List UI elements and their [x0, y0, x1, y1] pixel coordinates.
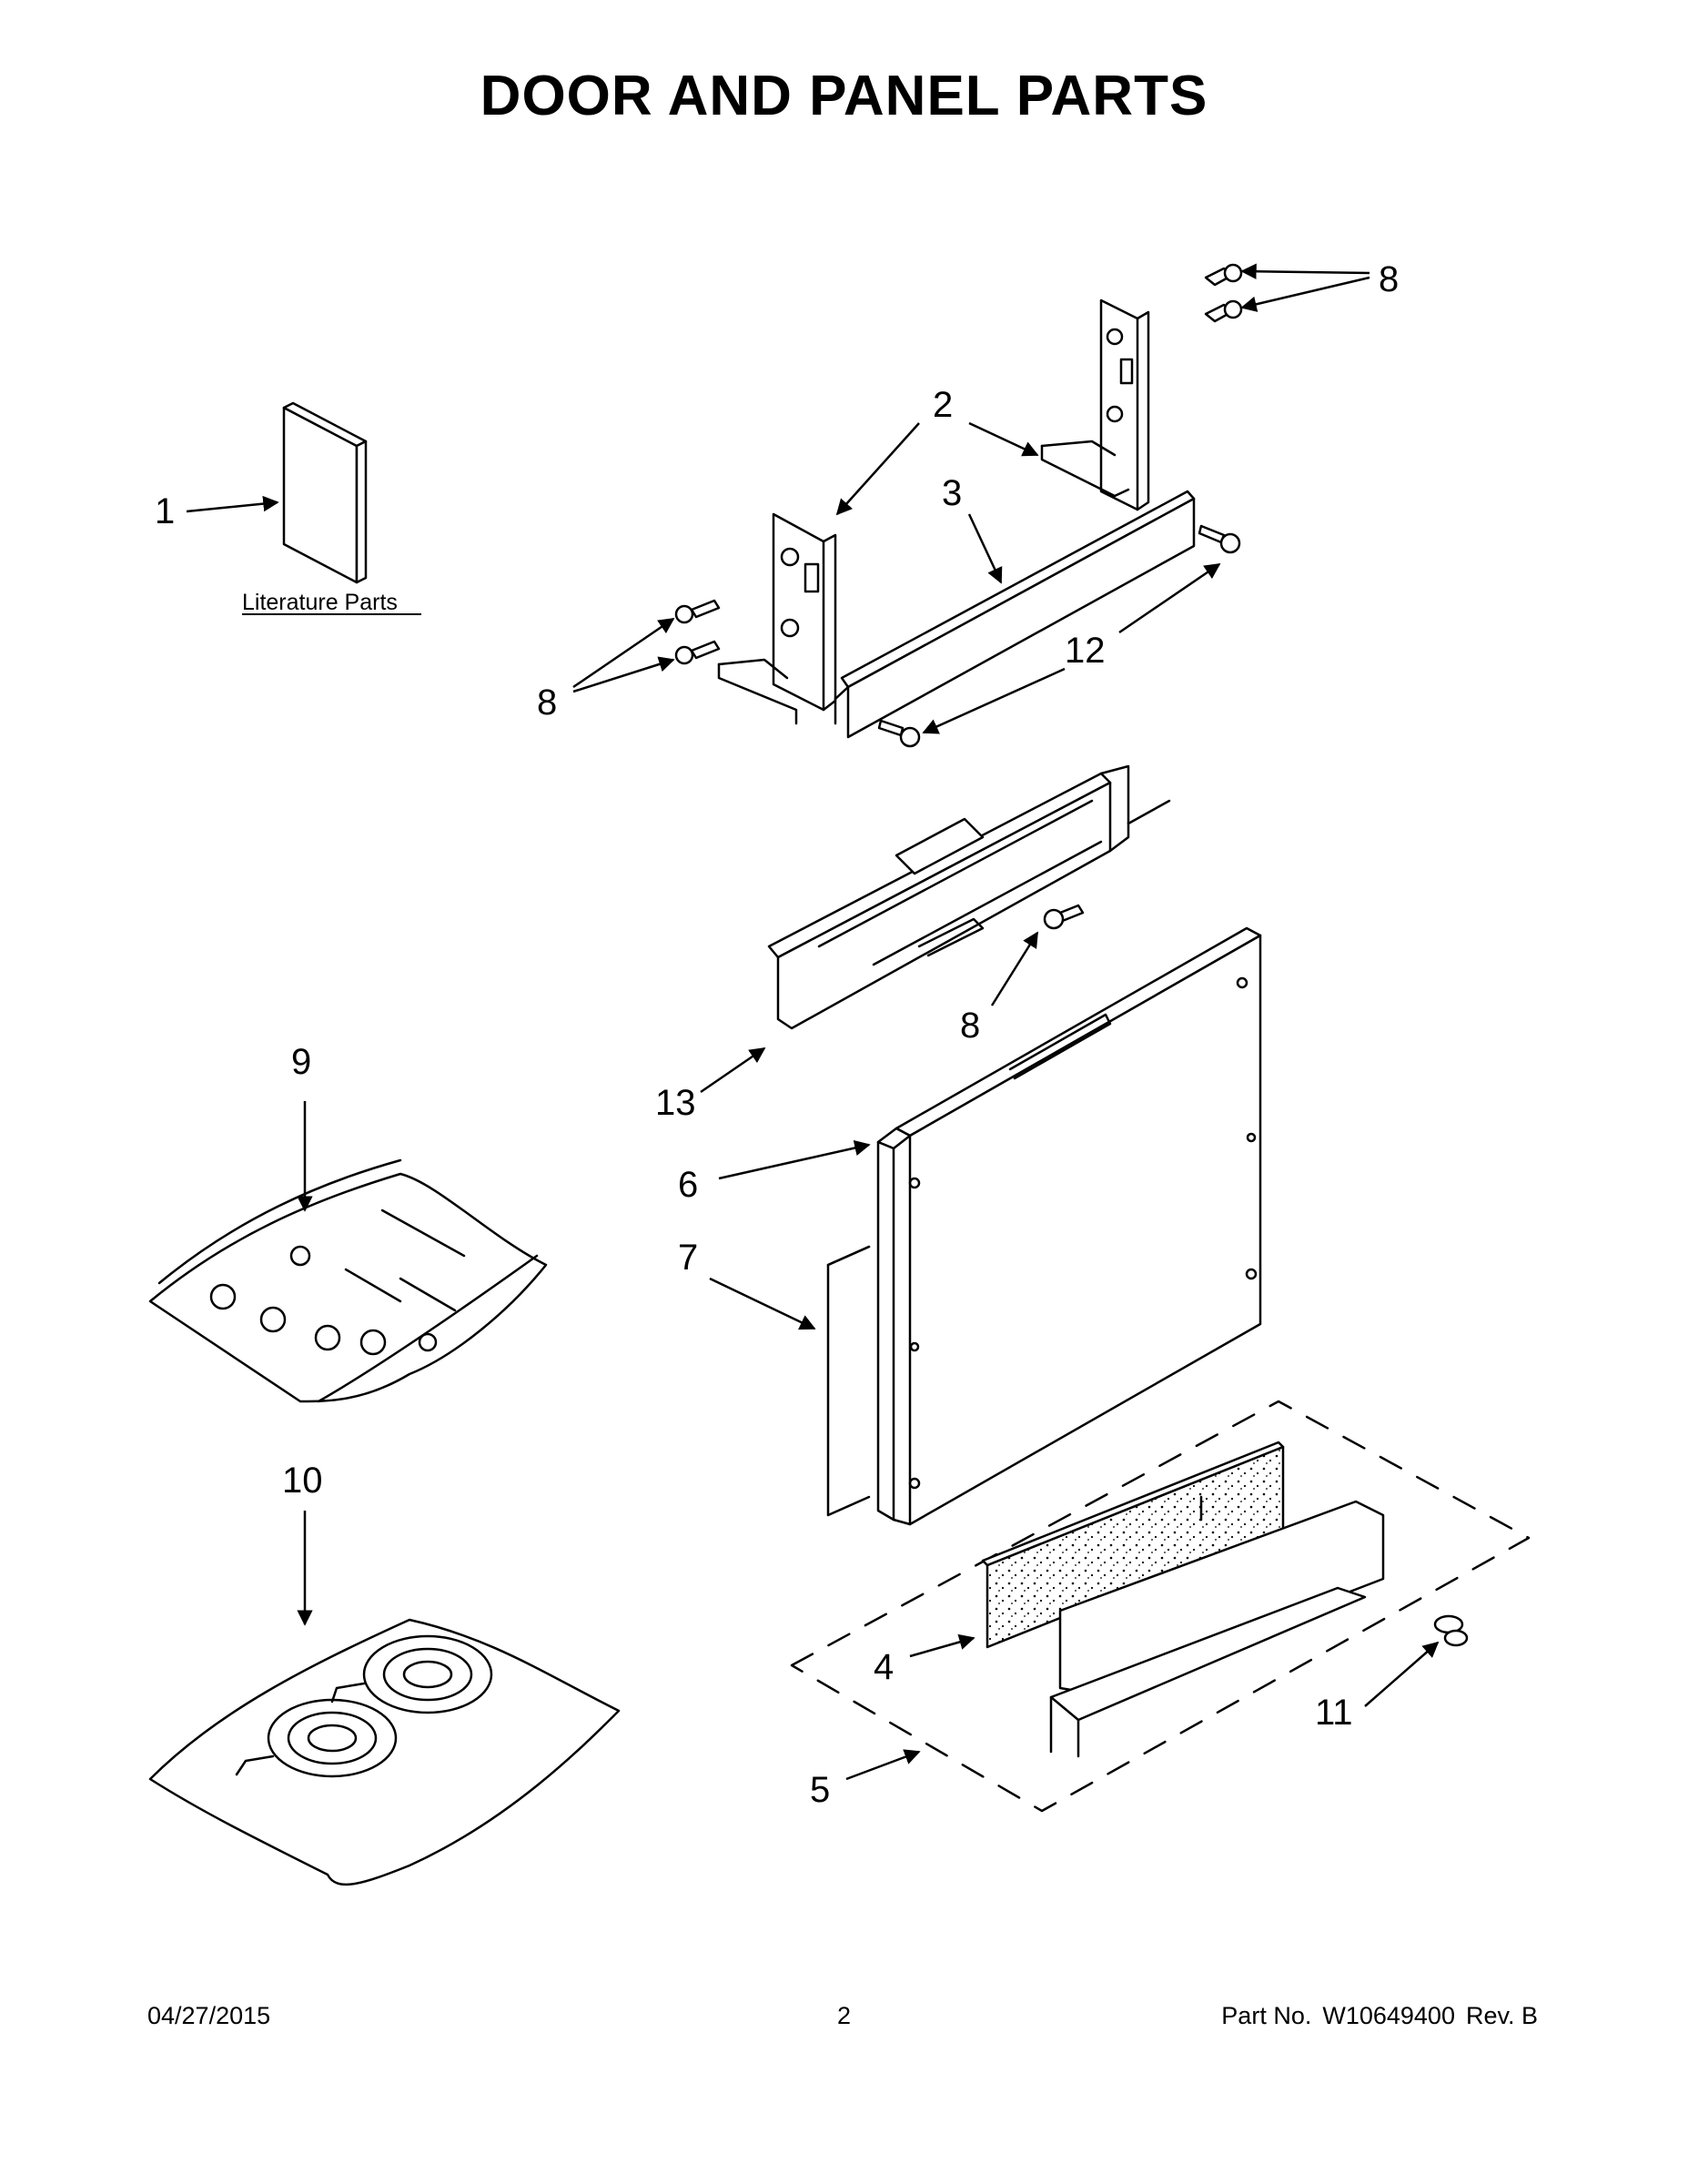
footer-page-number: 2: [836, 2002, 852, 2029]
leveling-knob: [1433, 1614, 1469, 1647]
screw-12-left: [877, 719, 921, 748]
leader-8-top-1: [1240, 263, 1370, 279]
door-insulation: [826, 1245, 871, 1517]
callout-6: 6: [678, 1165, 698, 1205]
footer-revision: Rev. B: [1465, 2002, 1538, 2029]
leader-3: [967, 513, 1003, 584]
callout-11: 11: [1315, 1693, 1353, 1733]
callout-10: 10: [282, 1461, 323, 1501]
kit-boundary: [790, 1400, 1531, 1813]
left-door-bracket: [717, 512, 837, 725]
leader-8-top-2: [1240, 276, 1370, 312]
leader-11: [1364, 1641, 1440, 1707]
element-bag: [148, 1618, 621, 1886]
screw-top-1: [1204, 263, 1243, 287]
callout-8-console: 8: [960, 1006, 980, 1046]
right-door-bracket: [1040, 298, 1150, 511]
literature-booklet: [282, 401, 368, 584]
footer-date: 04/27/2015: [147, 2002, 271, 2029]
callout-5: 5: [810, 1770, 830, 1810]
leader-2a: [835, 422, 920, 516]
literature-parts-label: Literature Parts: [242, 590, 398, 615]
callout-13: 13: [655, 1083, 696, 1123]
footer-part-info: Part No. W10649400 Rev. B: [1210, 2002, 1538, 2030]
callout-8-left: 8: [537, 682, 557, 723]
hardware-bag: [148, 1158, 548, 1403]
leader-7: [709, 1277, 816, 1330]
leader-2b: [968, 421, 1039, 457]
leader-12-left: [922, 667, 1066, 734]
callout-7: 7: [678, 1238, 698, 1278]
leader-6: [718, 1139, 871, 1180]
leader-8-left-2: [572, 656, 675, 693]
screw-12-right: [1198, 524, 1241, 554]
callout-8-top: 8: [1379, 259, 1399, 299]
screw-console: [1043, 904, 1085, 930]
callout-1: 1: [155, 491, 175, 531]
screw-left-2: [674, 640, 721, 665]
leader-1: [186, 495, 279, 513]
leader-8-left-1: [572, 617, 675, 689]
footer-part-number: W10649400: [1322, 2002, 1455, 2029]
leader-12-right: [1118, 562, 1221, 634]
screw-top-2: [1204, 299, 1243, 323]
callout-12: 12: [1065, 631, 1106, 671]
door-channel-rail: [834, 490, 1196, 739]
callout-9: 9: [291, 1042, 311, 1082]
toe-kick-pad: [981, 1441, 1285, 1649]
leader-8-console: [990, 931, 1039, 1006]
control-console: [767, 764, 1171, 1030]
footer-part-label: Part No.: [1221, 2002, 1312, 2029]
callout-3: 3: [942, 473, 962, 513]
callout-4: 4: [874, 1647, 894, 1687]
leader-13: [700, 1046, 766, 1094]
door-panel: [876, 926, 1262, 1526]
screw-left-1: [674, 599, 721, 624]
callout-2: 2: [933, 385, 953, 425]
leader-4: [909, 1633, 975, 1658]
page-title: DOOR AND PANEL PARTS: [480, 65, 1208, 127]
toe-kick-panel: [1049, 1500, 1385, 1758]
leader-5: [845, 1749, 921, 1781]
